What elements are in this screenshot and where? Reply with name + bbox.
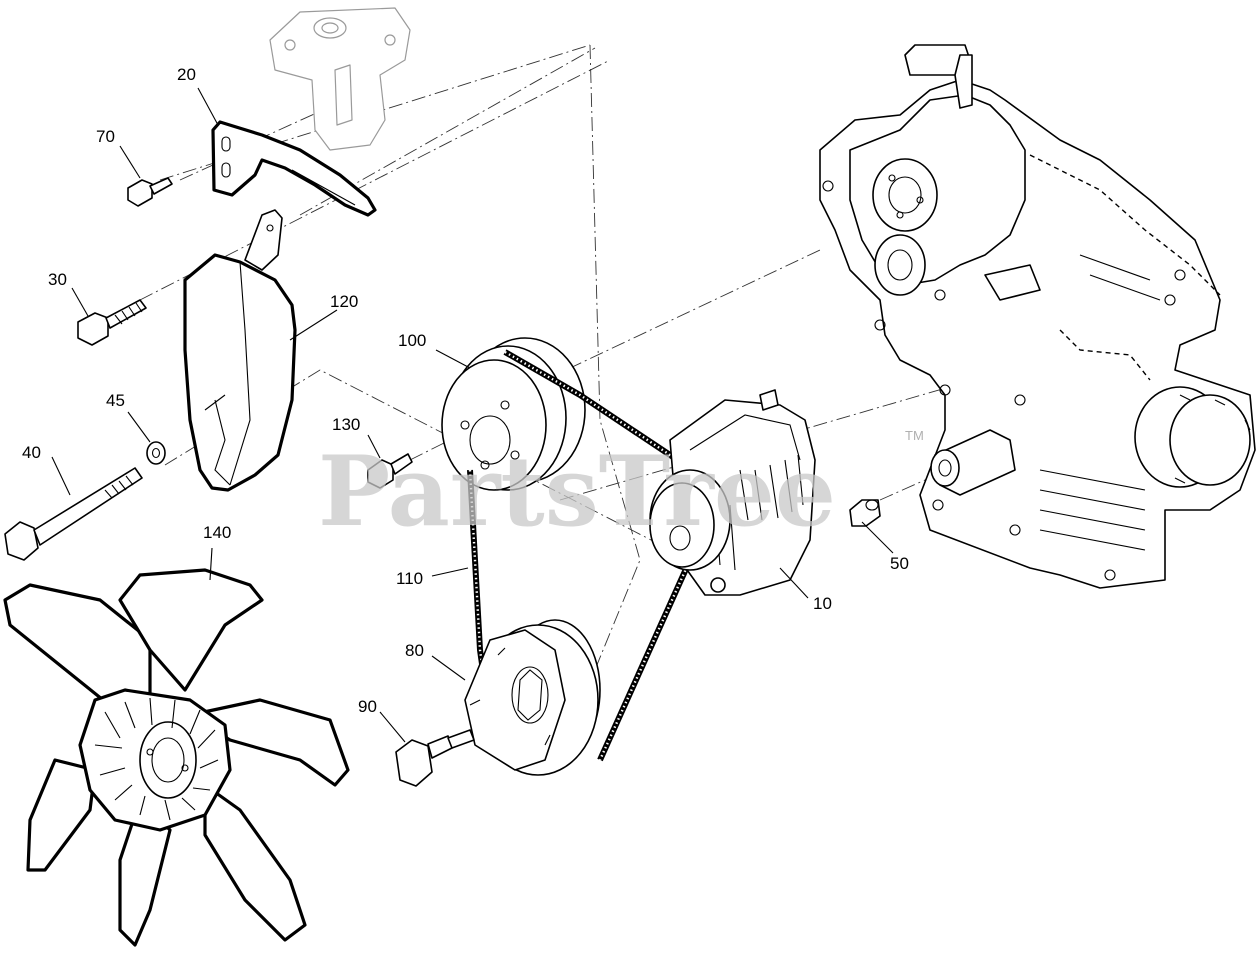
callout-10: 10 [813, 594, 832, 613]
partstree-watermark: PartsTree TM [318, 428, 924, 548]
bolt-part-70 [127, 177, 173, 207]
bolt-part-130 [367, 453, 413, 489]
fitting-part-50 [849, 499, 881, 527]
svg-text:TM: TM [905, 428, 924, 443]
bolt-part-90 [395, 729, 475, 787]
washer-part-45 [146, 441, 166, 465]
callout-45: 45 [106, 391, 125, 410]
bolt-part-40 [4, 467, 143, 561]
callout-80: 80 [405, 641, 424, 660]
callout-90: 90 [358, 697, 377, 716]
callout-30: 30 [48, 270, 67, 289]
callout-140: 140 [203, 523, 231, 542]
callout-100: 100 [398, 331, 426, 350]
alternator-part-10 [649, 389, 816, 596]
crank-pulley-part-80 [464, 619, 601, 776]
engine-block [819, 44, 1256, 589]
callout-leaders [51, 87, 894, 743]
callout-50: 50 [890, 554, 909, 573]
bolt-part-30 [77, 299, 147, 346]
callout-numbers: 20 70 30 120 45 40 140 100 130 110 10 50… [22, 65, 909, 716]
callout-130: 130 [332, 415, 360, 434]
callout-120: 120 [330, 292, 358, 311]
cooling-fan-part-140 [3, 568, 350, 947]
callout-20: 20 [177, 65, 196, 84]
callout-70: 70 [96, 127, 115, 146]
fan-guard-part-120 [183, 209, 297, 492]
bracket-part-20 [211, 120, 377, 217]
callout-110: 110 [396, 569, 423, 588]
callout-40: 40 [22, 443, 41, 462]
svg-text:PartsTree: PartsTree [318, 435, 836, 548]
pump-pulley-part-100 [441, 337, 586, 491]
thermostat-housing-ghost [269, 7, 411, 151]
